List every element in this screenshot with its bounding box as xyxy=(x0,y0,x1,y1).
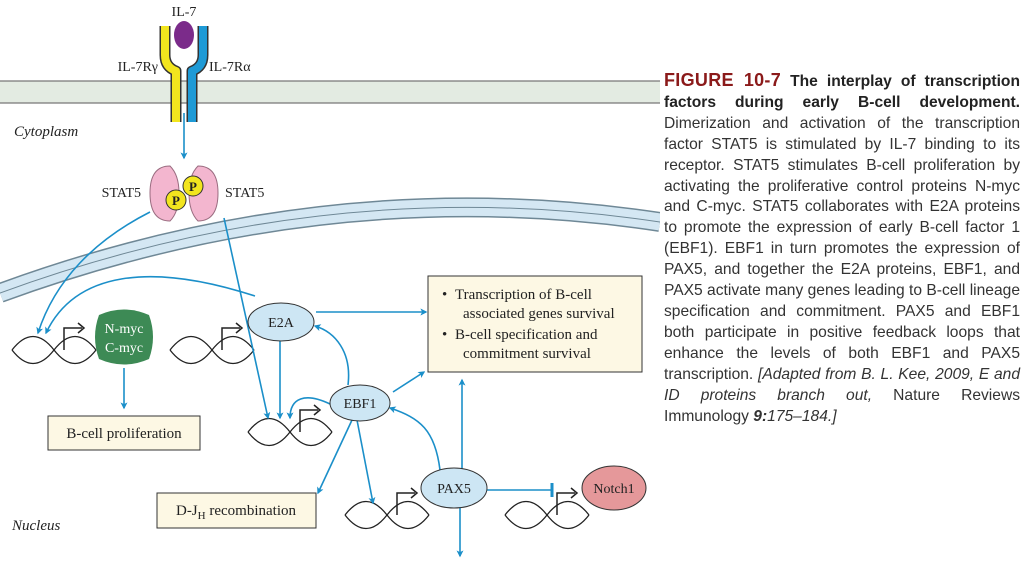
e2a-label: E2A xyxy=(268,316,295,331)
cmyc-label: C-myc xyxy=(105,341,143,356)
ebf1-node xyxy=(329,384,391,422)
dna-notch1-gene xyxy=(504,487,590,530)
arrow-ebf1-to-djh xyxy=(317,419,353,495)
nucleus-label: Nucleus xyxy=(11,518,60,534)
caption-body: Dimerization and activation of the trans… xyxy=(664,114,1020,383)
arrow-pax5-to-ebf1 xyxy=(388,406,441,471)
caption-journal: Nature Reviews Immunology xyxy=(664,386,1020,425)
il7-receptor xyxy=(159,21,209,122)
arrow-stat5-to-nmyc-gene xyxy=(36,211,151,335)
il7r-alpha-label: IL-7Rα xyxy=(209,60,251,75)
notch1-label: Notch1 xyxy=(593,482,634,497)
ebf1-label: EBF1 xyxy=(344,397,377,412)
djh-recombination-box xyxy=(156,492,317,529)
pax5-node xyxy=(420,467,488,509)
arrow-ebf1-to-genes-box xyxy=(392,371,426,393)
box-bullet-2: • xyxy=(442,327,447,343)
box-line-3: B-cell specification and xyxy=(455,327,598,343)
dna-nmyc-gene xyxy=(11,322,97,365)
il7-ligand xyxy=(174,21,194,49)
dna-e2a-gene xyxy=(169,322,255,365)
box-line-4: commitment survival xyxy=(463,346,591,362)
phospho-bottom-label: P xyxy=(172,193,180,208)
il7r-gamma-label: IL-7Rγ xyxy=(118,60,158,75)
nuclear-envelope xyxy=(0,197,660,303)
box-line-2: associated genes survival xyxy=(463,306,615,322)
il7-label: IL-7 xyxy=(172,5,197,20)
arrow-e2a-to-nmyc-gene xyxy=(45,275,256,335)
dna-ebf1-gene xyxy=(247,404,333,447)
arrow-ebf1-autoregulation xyxy=(286,397,331,420)
e2a-node xyxy=(247,302,315,342)
phospho-top xyxy=(182,175,204,197)
arrow-ebf1-to-e2a xyxy=(313,324,350,386)
notch1-node xyxy=(581,465,647,511)
caption-adapted: [Adapted from B. L. Kee, 2009, E and ID … xyxy=(664,365,1020,404)
box-line-1: Transcription of B-cell xyxy=(455,287,592,303)
phospho-bottom xyxy=(165,189,187,211)
plasma-membrane xyxy=(0,80,660,104)
pax5-label: PAX5 xyxy=(437,482,471,497)
caption-volume: 9: xyxy=(753,407,768,425)
stat5-right-label: STAT5 xyxy=(225,186,264,201)
figure-number: FIGURE 10-7 xyxy=(664,70,782,90)
stat5-dimer xyxy=(149,165,219,222)
djh-recombination-label: D-JH recombination xyxy=(176,503,297,522)
nmyc-label: N-myc xyxy=(105,322,144,337)
figure-title: The interplay of transcription factors d… xyxy=(664,73,1020,111)
cytoplasm-label: Cytoplasm xyxy=(14,124,78,140)
b-cell-proliferation-label: B-cell proliferation xyxy=(66,426,182,442)
figure-caption: FIGURE 10-7 The interplay of transcripti… xyxy=(664,70,1020,427)
arrow-stat5-to-ebf1-gene xyxy=(223,217,271,420)
box-bullet-1: • xyxy=(442,287,447,303)
phospho-top-label: P xyxy=(189,179,197,194)
nmyc-cmyc-complex xyxy=(95,309,153,365)
arrow-ebf1-to-pax5-gene xyxy=(356,419,376,505)
caption-pages: 175–184.] xyxy=(767,407,837,425)
stat5-left-label: STAT5 xyxy=(102,186,141,201)
dna-pax5-gene xyxy=(344,487,430,530)
b-cell-diagram: IL-7 IL-7Rγ IL-7Rα Cytoplasm Nucleus P P… xyxy=(0,5,660,558)
gene-transcription-box xyxy=(427,275,643,373)
b-cell-proliferation-box xyxy=(47,415,201,451)
